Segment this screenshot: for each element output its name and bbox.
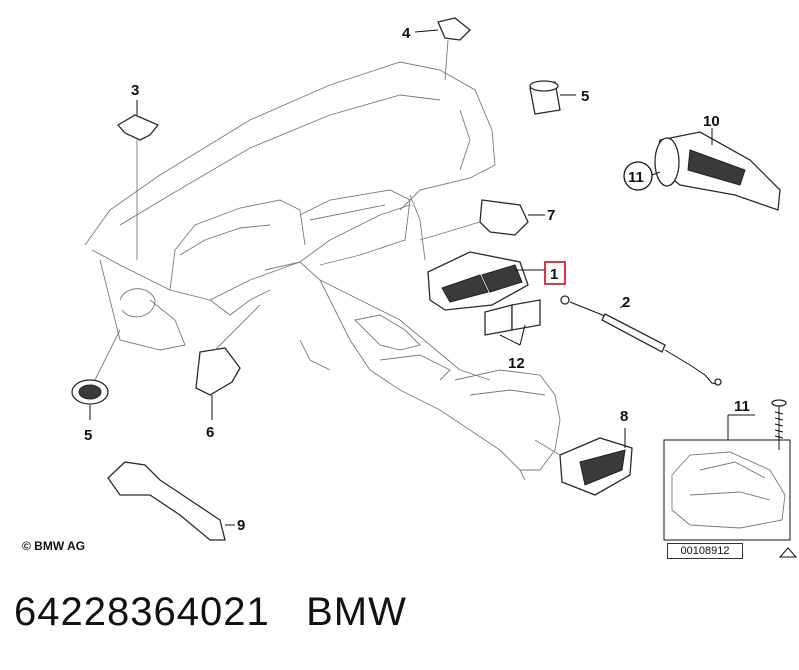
part-round-vent-top [529, 80, 576, 115]
part-round-vent-left [71, 329, 121, 420]
part-number: 64228364021 [14, 590, 270, 634]
callout-5-left: 5 [84, 427, 92, 444]
part-foam-pads [484, 299, 541, 346]
part-side-duct [107, 461, 235, 541]
callout-labels: 4 3 5 10 7 2 12 5 6 8 11 9 [84, 25, 750, 534]
part-clip-4 [414, 17, 471, 81]
callout-2: 2 [622, 294, 630, 311]
callout-8: 8 [620, 408, 628, 425]
callout-3: 3 [131, 82, 139, 99]
part-side-vent [651, 128, 781, 211]
part-clip-3 [116, 100, 160, 260]
dashboard-outline [84, 61, 561, 481]
part-bracket-6 [195, 304, 261, 420]
callout-12: 12 [508, 355, 525, 372]
callout-6: 6 [206, 424, 214, 441]
part-center-vent [427, 251, 545, 311]
callout-5-top: 5 [581, 88, 589, 105]
callout-1-highlighted: 1 [544, 261, 566, 285]
copyright-text: © BMW AG [22, 539, 86, 553]
part-bowden-cable [560, 295, 722, 386]
callout-10: 10 [703, 113, 720, 130]
callout-7: 7 [547, 207, 555, 224]
svg-text:11: 11 [628, 169, 644, 186]
parts-diagram: 4 3 5 10 7 2 12 5 6 8 11 9 11 1 [71, 17, 798, 558]
callout-4: 4 [402, 25, 411, 42]
callout-11-inset: 11 [734, 398, 750, 415]
callout-9: 9 [237, 517, 245, 534]
callout-11-circled: 11 [623, 161, 653, 191]
part-screw-inset [663, 399, 798, 558]
brand-name: BMW [306, 590, 407, 634]
svg-text:1: 1 [550, 266, 558, 283]
diagram-number: 00108912 [667, 543, 743, 559]
part-duct-7 [419, 199, 545, 241]
part-rear-vent [534, 428, 633, 496]
part-number-footer: 64228364021 BMW [14, 590, 407, 635]
